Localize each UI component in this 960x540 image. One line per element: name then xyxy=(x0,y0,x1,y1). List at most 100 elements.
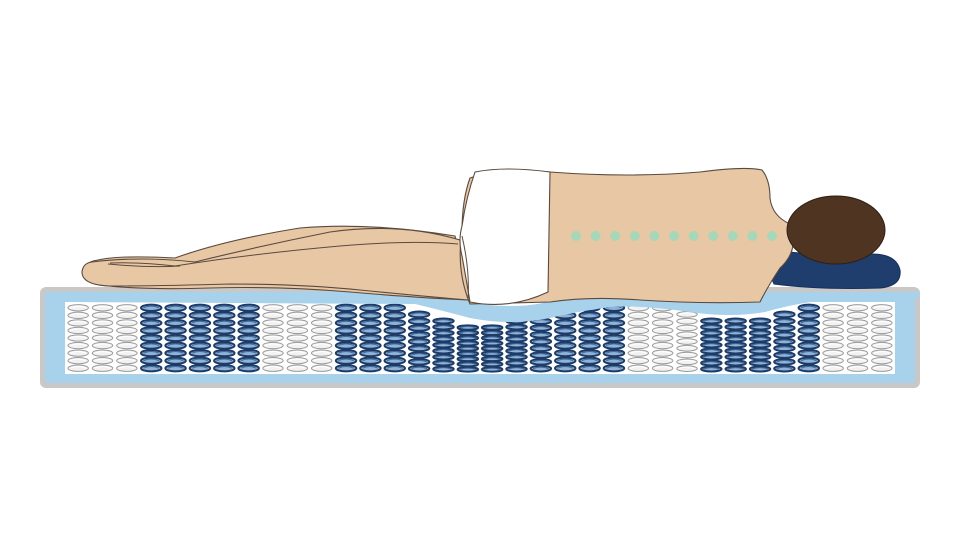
spring-coil xyxy=(676,344,698,352)
spring-coil xyxy=(237,303,260,312)
spring-coil xyxy=(627,356,650,365)
spring-coil xyxy=(334,333,358,343)
spring-coil-highlight xyxy=(873,320,890,324)
spring-coil xyxy=(116,356,138,365)
spring-coil-highlight xyxy=(679,359,695,363)
spring-coil xyxy=(262,364,284,372)
spring-coil-highlight xyxy=(727,361,744,364)
spring-coil xyxy=(846,304,869,312)
spring-coil-highlight xyxy=(289,313,306,316)
spring-coil-highlight xyxy=(605,313,622,316)
pocket-spring-icon xyxy=(383,303,406,373)
spring-coil-highlight xyxy=(581,320,598,324)
spring-coil xyxy=(383,341,406,350)
spring-coil xyxy=(359,318,382,328)
spring-coil-highlight xyxy=(216,328,233,331)
spring-coil xyxy=(871,334,893,342)
spring-coil-highlight xyxy=(289,366,306,369)
pocket-spring-icon xyxy=(480,324,504,373)
spring-coil-highlight xyxy=(508,349,525,352)
spring-coil-highlight xyxy=(776,346,793,349)
spring-coil-highlight xyxy=(630,358,647,362)
spring-coil xyxy=(846,326,869,335)
spring-coil-highlight xyxy=(605,350,622,354)
spring-coil-highlight xyxy=(532,319,549,322)
spring-coil xyxy=(67,326,89,335)
spring-coil-highlight xyxy=(118,305,135,309)
spring-coil-highlight xyxy=(630,350,647,354)
spring-coil-highlight xyxy=(532,359,549,363)
spring-coil xyxy=(334,348,358,358)
spring-coil xyxy=(286,349,309,357)
pocket-spring-icon xyxy=(237,303,260,373)
spring-coil-highlight xyxy=(386,313,403,316)
spring-coil xyxy=(773,317,796,326)
spring-coil xyxy=(67,349,89,357)
spring-coil xyxy=(407,324,431,332)
spring-coil-highlight xyxy=(557,335,574,339)
spring-coil-highlight xyxy=(362,320,379,324)
spring-coil-highlight xyxy=(265,313,281,316)
spring-coil-highlight xyxy=(459,341,476,344)
spring-coil-highlight xyxy=(508,331,525,334)
spring-coil-highlight xyxy=(727,319,744,322)
pocket-spring-icon xyxy=(67,304,89,372)
spring-coil-highlight xyxy=(800,350,817,354)
spring-coil xyxy=(773,344,796,353)
spring-coil xyxy=(359,341,382,350)
spring-coil-highlight xyxy=(362,328,379,331)
spring-coil xyxy=(140,364,163,373)
spring-coil-highlight xyxy=(411,319,428,322)
spring-coil-highlight xyxy=(484,346,501,349)
spring-coil xyxy=(188,341,212,350)
spring-coil xyxy=(529,357,553,366)
spring-coil xyxy=(822,364,844,372)
spring-coil-highlight xyxy=(435,331,452,334)
spring-coil-highlight xyxy=(167,335,184,339)
spring-coil-highlight xyxy=(265,343,281,347)
spring-coil-highlight xyxy=(727,343,744,346)
spring-coil-highlight xyxy=(605,335,622,339)
spring-coil-highlight xyxy=(752,367,769,370)
spring-coil-highlight xyxy=(362,343,379,347)
spine-dot xyxy=(669,231,679,241)
spring-coil-highlight xyxy=(70,358,87,362)
spine-dot xyxy=(571,231,581,241)
spring-coil-highlight xyxy=(386,320,403,324)
spring-coil-highlight xyxy=(679,353,695,356)
spring-coil-highlight xyxy=(143,350,160,354)
spine-dot xyxy=(688,231,699,241)
spring-coil xyxy=(627,334,650,342)
spring-coil-highlight xyxy=(605,366,622,369)
spring-coil xyxy=(188,348,212,358)
spring-coil-highlight xyxy=(289,335,306,339)
spring-coil xyxy=(188,311,212,320)
spring-coil xyxy=(773,364,796,373)
spring-coil-highlight xyxy=(800,366,817,369)
spring-coil-highlight xyxy=(143,320,160,324)
spring-coil-highlight xyxy=(216,313,233,316)
spring-coil-highlight xyxy=(240,366,257,369)
spring-coil-highlight xyxy=(289,328,306,331)
spring-coil-highlight xyxy=(800,305,817,309)
spring-coil xyxy=(602,318,626,328)
spring-coil xyxy=(310,334,333,342)
spring-coil-highlight xyxy=(800,343,817,347)
spring-coil-highlight xyxy=(362,350,379,354)
spring-coil-highlight xyxy=(167,366,184,369)
spring-coil-highlight xyxy=(508,343,525,346)
spring-coil-highlight xyxy=(630,320,647,324)
pocket-spring-icon xyxy=(286,304,309,372)
spring-coil xyxy=(554,326,577,335)
spring-coil-highlight xyxy=(338,305,355,309)
spring-coil xyxy=(213,348,236,358)
pocket-spring-icon xyxy=(871,304,893,372)
spring-coil xyxy=(91,326,114,335)
spring-coil-highlight xyxy=(143,305,160,309)
spring-coil xyxy=(627,364,650,372)
spring-coil xyxy=(262,326,284,335)
spring-coil-highlight xyxy=(386,366,403,369)
spring-coil-highlight xyxy=(313,366,330,369)
spring-coil xyxy=(116,341,138,350)
spring-coil xyxy=(846,341,869,350)
